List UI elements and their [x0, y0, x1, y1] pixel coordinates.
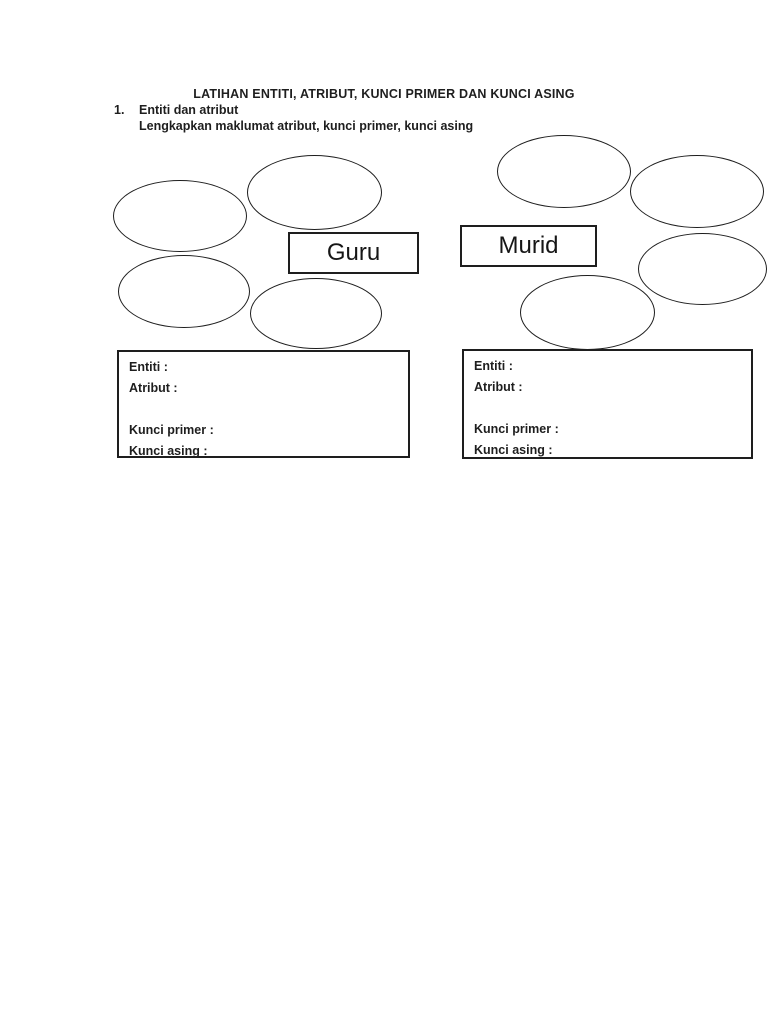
guru-attribute-ellipse-2: [247, 155, 382, 230]
exercise-heading: Entiti dan atribut: [139, 103, 239, 117]
murid-entiti-label: Entiti :: [474, 359, 513, 373]
exercise-number: 1.: [114, 103, 125, 117]
guru-kunci-asing-label: Kunci asing :: [129, 444, 208, 458]
guru-info-box: Entiti : Atribut : Kunci primer : Kunci …: [117, 350, 410, 458]
guru-entity-label: Guru: [326, 239, 381, 266]
guru-entiti-label: Entiti :: [129, 360, 168, 374]
murid-entity-box: Murid: [460, 225, 597, 267]
blank-line: [129, 399, 400, 420]
murid-kunci-asing-label: Kunci asing :: [474, 443, 553, 457]
murid-attribute-ellipse-4: [520, 275, 655, 350]
blank-line: [474, 398, 743, 419]
murid-attribute-ellipse-3: [638, 233, 767, 305]
murid-kunci-primer-label: Kunci primer :: [474, 422, 559, 436]
guru-attribute-ellipse-3: [118, 255, 250, 328]
guru-attribute-ellipse-4: [250, 278, 382, 349]
murid-info-box: Entiti : Atribut : Kunci primer : Kunci …: [462, 349, 753, 459]
guru-attribute-ellipse-1: [113, 180, 247, 252]
guru-entity-box: Guru: [288, 232, 419, 274]
murid-atribut-label: Atribut :: [474, 380, 523, 394]
murid-attribute-ellipse-1: [497, 135, 631, 208]
document-title: LATIHAN ENTITI, ATRIBUT, KUNCI PRIMER DA…: [193, 87, 575, 101]
exercise-instruction: Lengkapkan maklumat atribut, kunci prime…: [139, 119, 474, 133]
guru-kunci-primer-label: Kunci primer :: [129, 423, 214, 437]
guru-atribut-label: Atribut :: [129, 381, 178, 395]
murid-entity-label: Murid: [498, 232, 559, 259]
murid-attribute-ellipse-2: [630, 155, 764, 228]
